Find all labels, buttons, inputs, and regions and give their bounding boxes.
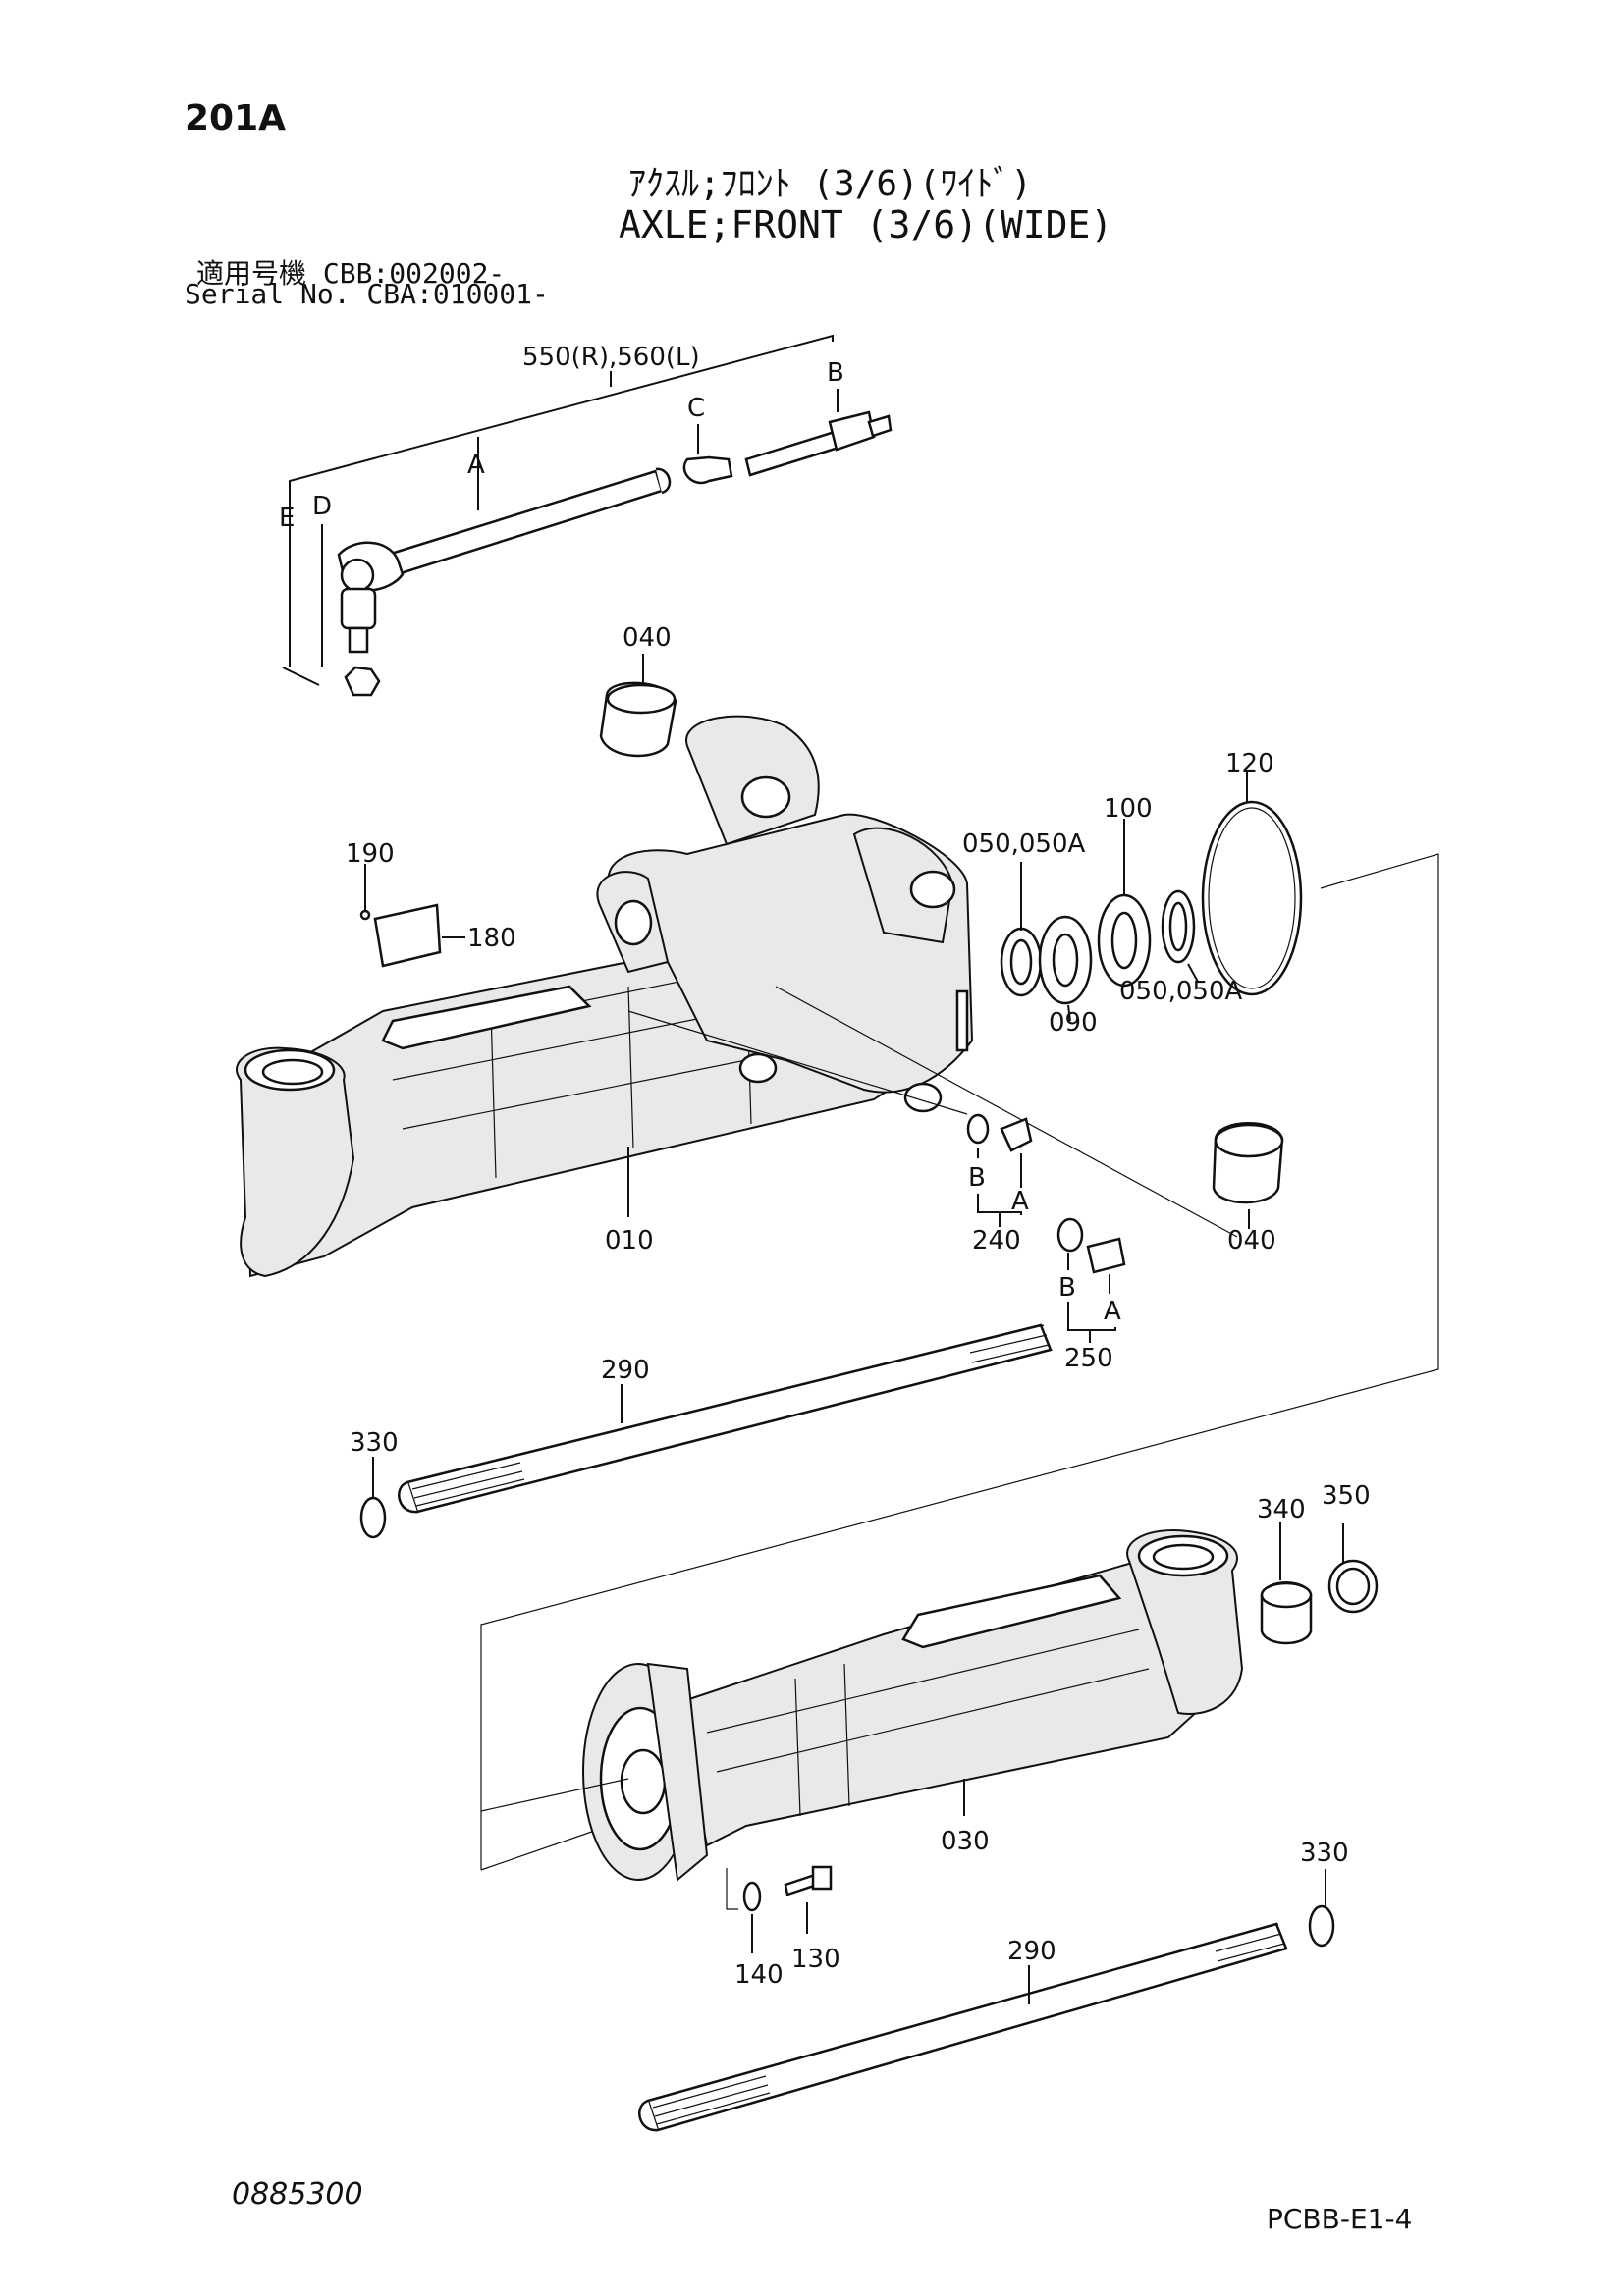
callout-090: 090 — [1049, 1008, 1098, 1038]
callout-040-bottom: 040 — [1227, 1226, 1276, 1255]
axle-housing-010 — [236, 715, 974, 1278]
callout-330-left: 330 — [350, 1428, 399, 1458]
applicable-serial: Serial No. CBA:010001- — [185, 278, 549, 310]
bushing-040-bottom — [1212, 1122, 1284, 1229]
name-plate-180 — [359, 864, 465, 968]
callout-040-top: 040 — [623, 623, 672, 653]
bearing-stack — [775, 772, 1303, 1238]
assembly-reference-lines — [480, 853, 1439, 1871]
callout-sub-d-rod-end: D — [312, 492, 332, 521]
axle-shaft-290-upper — [398, 1323, 1053, 1514]
callout-tie-rod: 550(R),560(L) — [522, 343, 700, 372]
callout-sub-a-tube: A — [467, 451, 485, 480]
applicable-serial-japanese: 適用号機 CBB:002002- — [196, 257, 506, 290]
axle-housing-030 — [480, 1529, 1244, 1882]
seal-350 — [1327, 1523, 1379, 1614]
plug-240 — [627, 1010, 1033, 1227]
callout-sub-e-nut: E — [279, 504, 295, 533]
page-code: 201A — [185, 98, 287, 138]
callout-sub-c-clamp: C — [687, 394, 705, 423]
sheet-code: PCBB-E1-4 — [1267, 2203, 1413, 2235]
callout-100: 100 — [1104, 794, 1153, 824]
callout-180: 180 — [467, 924, 516, 953]
callout-140: 140 — [734, 1960, 784, 1990]
callout-240-a: A — [1011, 1187, 1029, 1216]
document-number: 0885300 — [232, 2177, 363, 2212]
callout-050-lower: 050,050A — [1119, 977, 1243, 1006]
callout-240-b: B — [968, 1163, 986, 1193]
callout-030: 030 — [941, 1827, 990, 1856]
snap-ring-330-left — [359, 1457, 387, 1539]
bolt-130 — [784, 1865, 833, 1934]
callout-250: 250 — [1064, 1344, 1113, 1373]
snap-ring-330-right — [1308, 1869, 1335, 1948]
callout-120: 120 — [1225, 749, 1274, 778]
callout-350: 350 — [1322, 1481, 1371, 1511]
callout-010: 010 — [605, 1226, 654, 1255]
callout-250-a: A — [1104, 1297, 1121, 1326]
callout-050-upper: 050,050A — [962, 829, 1086, 859]
callout-240: 240 — [972, 1226, 1021, 1255]
bushing-340 — [1260, 1522, 1313, 1645]
plug-250 — [1056, 1217, 1126, 1343]
washer-140 — [726, 1868, 762, 1953]
page-title-japanese: ｱｸｽﾙ;ﾌﾛﾝﾄ (3/6)(ﾜｲﾄﾞ) — [628, 164, 1033, 204]
callout-250-b: B — [1058, 1273, 1076, 1303]
tie-rod-assembly — [282, 334, 893, 697]
callout-340: 340 — [1257, 1495, 1306, 1524]
callout-sub-b-rod-end: B — [827, 358, 844, 388]
page-title: AXLE;FRONT (3/6)(WIDE) — [619, 203, 1113, 246]
bushing-040-top — [599, 654, 677, 758]
callout-330-right: 330 — [1300, 1839, 1349, 1868]
callout-290-upper: 290 — [601, 1356, 650, 1385]
callout-190: 190 — [346, 839, 395, 869]
axle-shaft-290-lower — [638, 1922, 1288, 2132]
callout-290-lower: 290 — [1007, 1937, 1056, 1966]
callout-130: 130 — [791, 1945, 840, 1974]
